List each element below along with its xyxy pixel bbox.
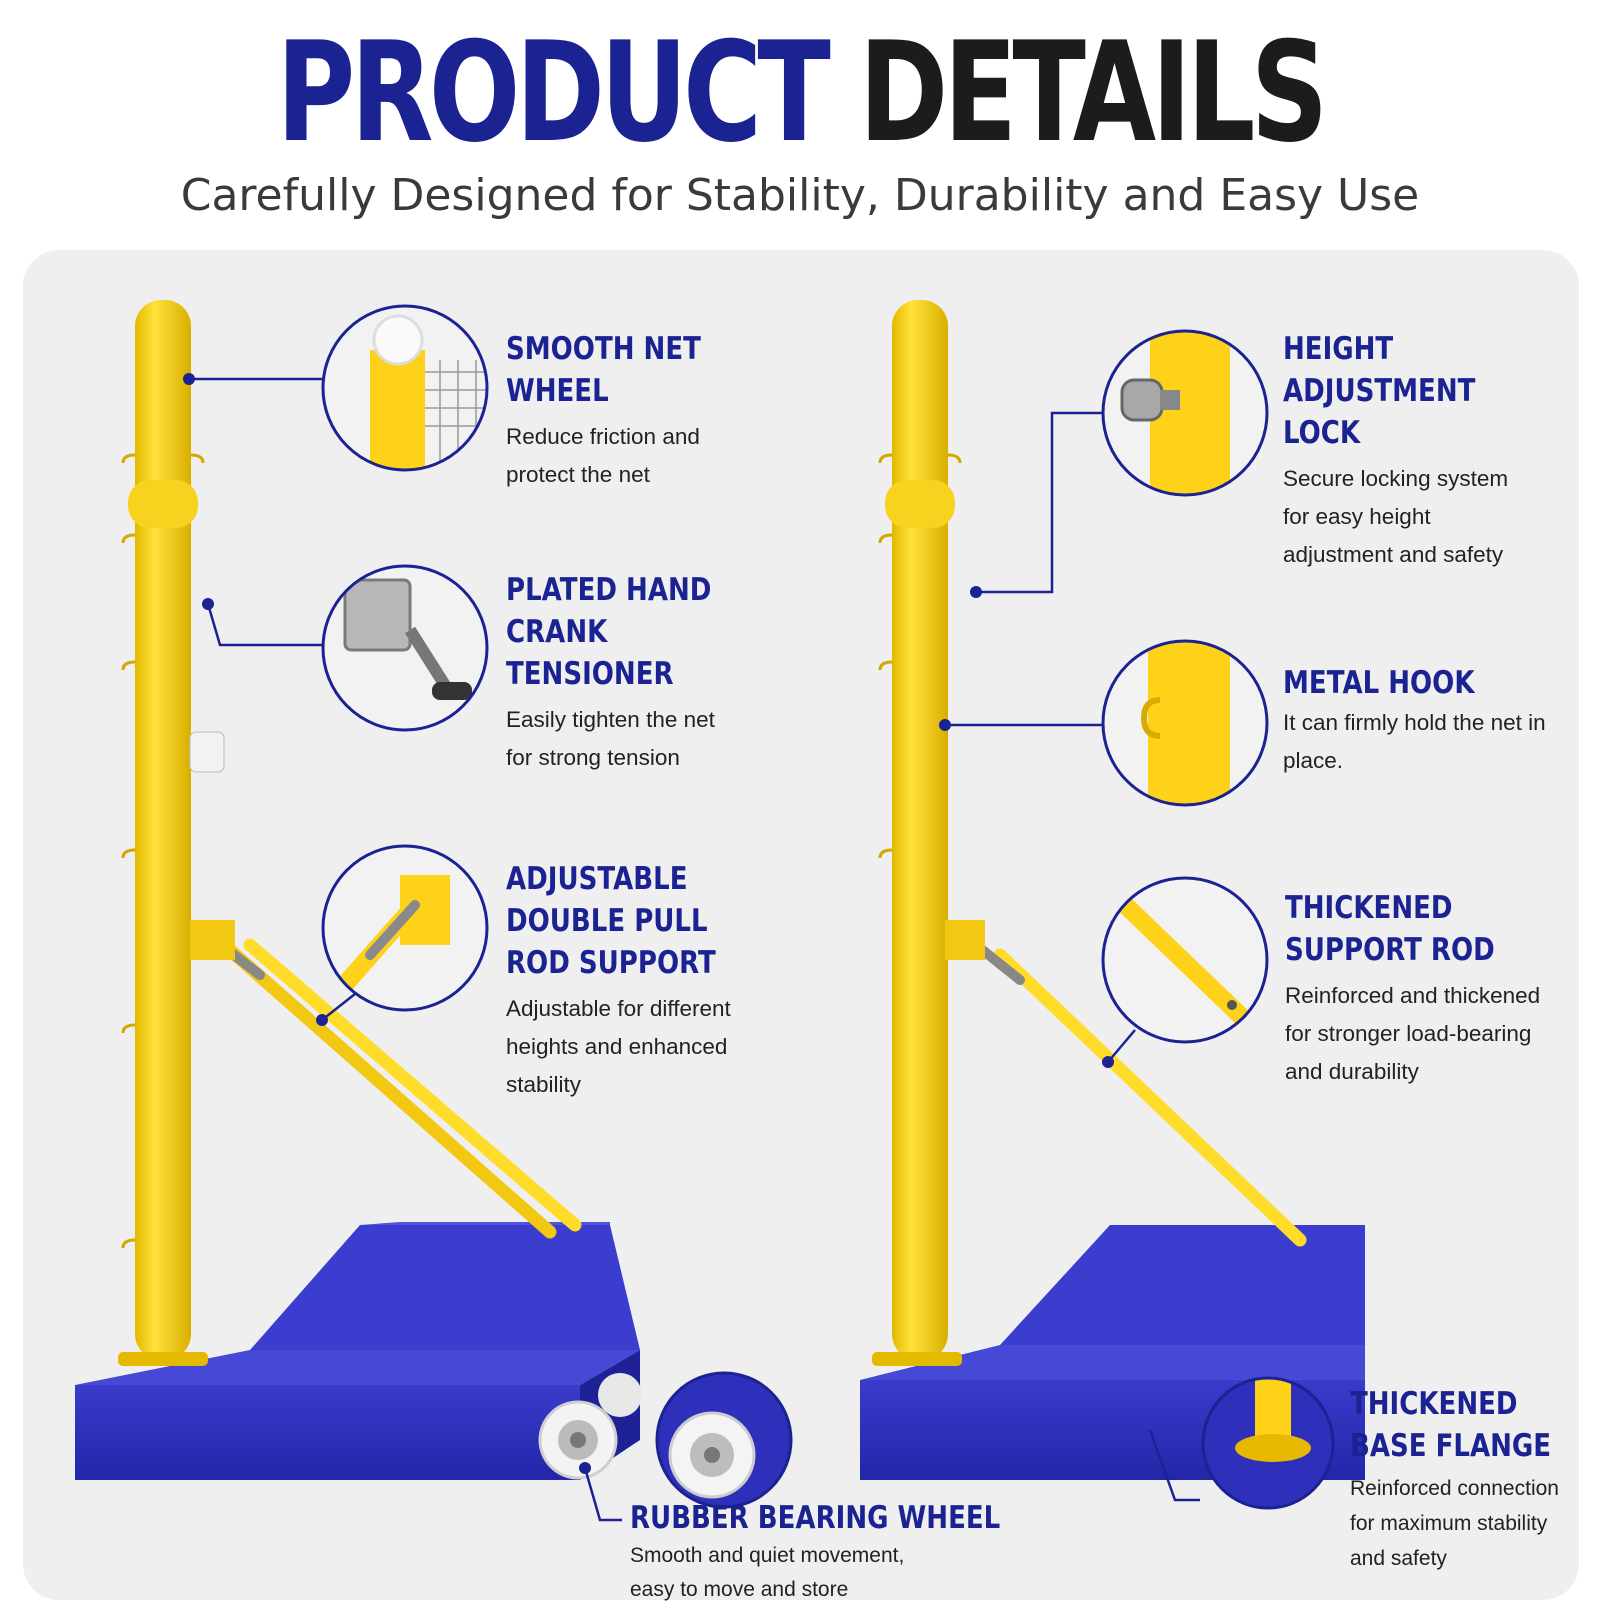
feature-height-adjustment-lock: HEIGHT ADJUSTMENT LOCK Secure locking sy… [1283,328,1600,574]
left-base-flange [118,1352,208,1366]
right-base-flange [872,1352,962,1366]
page-subtitle: Carefully Designed for Stability, Durabi… [180,170,1420,221]
right-pole-collar [885,480,955,528]
detail-pull-rod [321,844,489,1012]
detail-net-wheel [321,304,489,472]
feature-thickened-support-rod: THICKENED SUPPORT ROD Reinforced and thi… [1285,887,1600,1091]
title-word-product: PRODUCT [276,12,830,173]
detail-metal-hook [1101,639,1269,807]
callout-connectors [189,377,1200,1522]
feature-adjustable-double-pull-rod-support: ADJUSTABLE DOUBLE PULL ROD SUPPORT Adjus… [506,858,826,1104]
feature-description: It can firmly hold the net in place. [1283,710,1546,773]
feature-rubber-bearing-wheel: RUBBER BEARING WHEEL Smooth and quiet mo… [630,1497,1050,1607]
feature-metal-hook: METAL HOOK It can firmly hold the net in… [1283,662,1600,780]
left-pole [135,300,191,1360]
feature-description: Secure locking system for easy height ad… [1283,466,1509,567]
feature-title: THICKENED SUPPORT ROD [1285,890,1495,968]
detail-hand-crank [321,564,489,732]
left-crank [189,731,225,773]
feature-title: RUBBER BEARING WHEEL [630,1500,1001,1536]
left-rod-bracket [190,920,235,960]
callout-dots [183,373,1114,1474]
left-base-block [75,1222,640,1480]
feature-title: THICKENED BASE FLANGE [1350,1386,1552,1464]
title-word-details: DETAILS [858,12,1328,173]
feature-title: PLATED HAND CRANK TENSIONER [506,572,712,692]
feature-description: Reinforced and thickened for stronger lo… [1285,983,1541,1084]
feature-description: Easily tighten the net for strong tensio… [506,707,715,770]
feature-description: Reduce friction and protect the net [506,424,700,487]
feature-description: Smooth and quiet movement, easy to move … [630,1544,905,1601]
feature-plated-hand-crank-tensioner: PLATED HAND CRANK TENSIONER Easily tight… [506,569,806,777]
left-stand [75,300,642,1480]
feature-title: METAL HOOK [1283,665,1475,701]
detail-base-flange [1201,1376,1335,1510]
feature-thickened-base-flange: THICKENED BASE FLANGE Reinforced connect… [1350,1383,1600,1576]
feature-title: HEIGHT ADJUSTMENT LOCK [1283,331,1476,451]
left-wheel [538,1373,642,1480]
detail-support-rod [1101,876,1269,1044]
page-title: PRODUCT DETAILS [176,18,1424,168]
right-stand [860,300,1365,1480]
right-pole-hooks [878,453,962,859]
left-pole-hooks [121,453,205,1249]
detail-rubber-wheel [655,1371,793,1509]
right-pole [892,300,948,1360]
detail-height-lock [1101,329,1269,497]
right-rod-bracket [945,920,985,960]
feature-smooth-net-wheel: SMOOTH NET WHEEL Reduce friction and pro… [506,328,836,494]
feature-title: ADJUSTABLE DOUBLE PULL ROD SUPPORT [506,861,716,981]
feature-title: SMOOTH NET WHEEL [506,331,701,409]
feature-description: Reinforced connection for maximum stabil… [1350,1477,1559,1570]
left-pole-collar [128,480,198,528]
feature-description: Adjustable for different heights and enh… [506,996,731,1097]
